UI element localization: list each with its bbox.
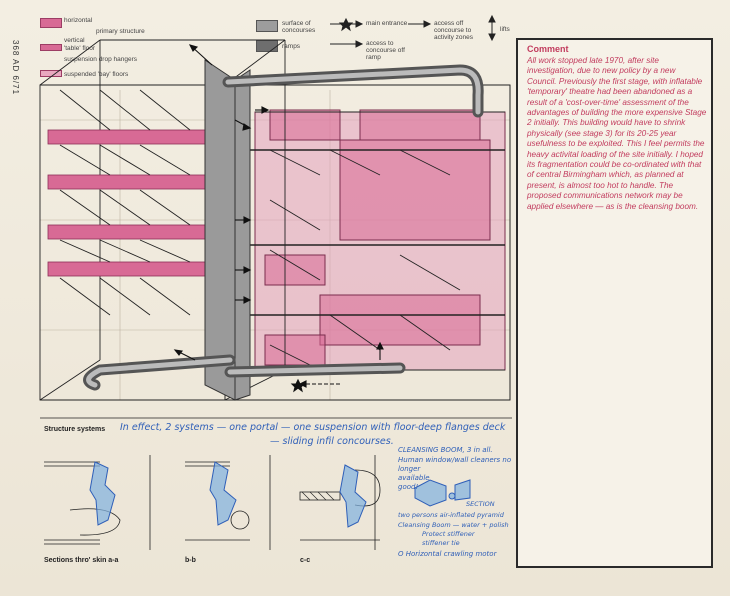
cleansing-note-4: available: [398, 474, 430, 482]
cleansing-note-3: longer: [398, 465, 421, 473]
legend-suspended-bay-floors: suspended 'bay' floors: [64, 71, 129, 78]
cleansing-note-1: CLEANSING BOOM, 3 in all.: [398, 446, 493, 454]
section-tag: SECTION: [466, 500, 495, 508]
stiffener-note-1: Protect stiffener: [422, 530, 475, 538]
legend-access-off-concourse: access off concourse to activity zones: [434, 20, 474, 41]
structure-systems-label: Structure systems: [44, 426, 106, 433]
motor-note: O Horizontal crawling motor: [398, 550, 497, 558]
cleansing-note-2: Human window/wall cleaners no: [398, 456, 512, 464]
comment-box: Comment All work stopped late 1970, afte…: [516, 38, 713, 568]
section-cc-label: c-c: [300, 557, 311, 564]
handwritten-note-1: In effect, 2 systems — one portal — one …: [120, 422, 506, 433]
legend-horizontal: horizontal: [64, 17, 93, 24]
legend-swatch-table-floor: [40, 44, 62, 51]
archive-stamp: 368 AD 6/71: [11, 40, 20, 96]
legend-primary-structure: primary structure: [96, 28, 145, 35]
legend-access-to-concourse: access to concourse off ramp: [366, 40, 405, 61]
sections-label: Sections thro' skin a-a: [44, 557, 119, 564]
legend-swatch-horizontal: [40, 18, 62, 28]
stiffener-note-2: stiffener tie: [422, 539, 460, 547]
legend-ramps: ramps: [282, 43, 301, 50]
legend-surface-of-concourses: surface of concourses: [282, 20, 316, 34]
comment-title: Comment: [527, 44, 569, 54]
boom-note: Cleansing Boom — water + polish: [398, 521, 509, 529]
legend-lifts: lifts: [500, 26, 510, 33]
handwritten-note-2: — sliding infil concourses.: [270, 436, 394, 447]
persons-note: two persons air-inflated pyramid: [398, 511, 504, 519]
legend-swatch-concourse-surface: [256, 20, 278, 32]
legend-suspension-drop-hangers: suspension drop hangers: [64, 56, 137, 63]
comment-body: All work stopped late 1970, after site i…: [527, 56, 707, 211]
cleansing-note-5: good!: [398, 483, 419, 491]
legend-main-entrance: main entrance: [366, 20, 408, 27]
legend-table-floor: 'table' floor: [64, 45, 96, 52]
legend-vertical: vertical: [64, 37, 85, 44]
section-bb-label: b-b: [185, 557, 196, 564]
